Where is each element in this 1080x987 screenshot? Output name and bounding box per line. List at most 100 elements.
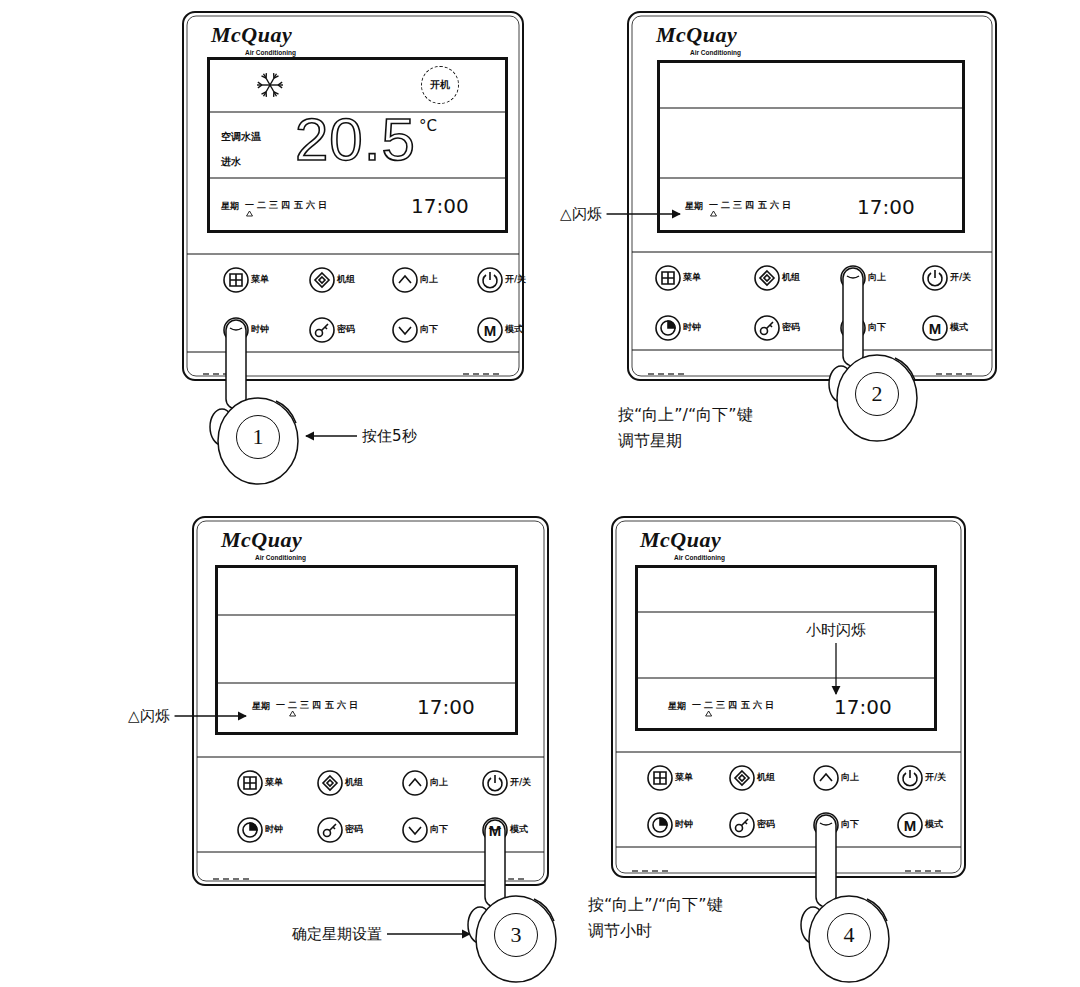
snowflake-branch xyxy=(261,92,266,94)
button-key xyxy=(318,818,342,842)
button-ring xyxy=(478,268,502,292)
divider-line xyxy=(197,757,544,758)
button-mode xyxy=(898,813,922,837)
key-bow xyxy=(324,830,331,837)
leader-arrow xyxy=(387,933,470,934)
button-icon xyxy=(903,770,917,786)
snowflake-icon xyxy=(257,73,283,97)
day-marker xyxy=(711,211,717,216)
button-ring xyxy=(648,766,672,790)
leader-arrow xyxy=(175,715,246,716)
vent-mark xyxy=(632,870,638,871)
panel-bezel xyxy=(612,517,965,877)
button-icon xyxy=(399,327,411,334)
leader-arrow xyxy=(607,213,680,214)
button-icon xyxy=(760,271,774,285)
button-label: 开/关 xyxy=(925,772,946,783)
vent-mark xyxy=(223,878,229,879)
button-ring xyxy=(403,818,427,842)
button-ring xyxy=(478,318,502,342)
vent-mark xyxy=(966,373,972,374)
weekday-label: 星期 xyxy=(221,201,239,212)
button-icon xyxy=(409,827,421,834)
clock-time: 17:00 xyxy=(857,195,915,219)
clock-face xyxy=(653,818,667,832)
hand-palm xyxy=(809,896,889,982)
button-label: 向上 xyxy=(420,274,438,285)
snowflake-branch xyxy=(258,82,262,85)
annotation: 按住5秒 xyxy=(362,427,417,445)
vent-mark xyxy=(642,870,648,871)
button-label: 向上 xyxy=(841,772,859,783)
button-icon xyxy=(662,272,674,284)
pressing-hand xyxy=(210,320,298,484)
vent-mark xyxy=(213,878,219,879)
button-label: 密码 xyxy=(345,824,363,835)
button-icon xyxy=(928,270,942,286)
button-unit xyxy=(318,771,342,795)
button-key xyxy=(730,813,754,837)
weekday-row: 一 二 三 四 五 六 日 xyxy=(245,200,327,211)
lcd-screen: 星期一 二 三 四 五 六 日17:00 xyxy=(657,60,965,233)
weekday-label: 星期 xyxy=(685,201,703,212)
button-ring xyxy=(656,316,680,340)
vent-mark xyxy=(508,878,514,879)
button-label: 开/关 xyxy=(510,777,531,788)
panel-inner-edge xyxy=(197,521,544,881)
button-icon xyxy=(483,272,497,288)
button-label: 模式 xyxy=(505,324,523,335)
logo-text: McQuay xyxy=(640,527,721,553)
brand-subtitle: Air Conditioning xyxy=(255,554,306,562)
divider-line xyxy=(187,254,519,255)
button-ring xyxy=(898,766,922,790)
annotation: 小时闪烁 xyxy=(806,621,866,639)
vent-mark xyxy=(956,373,962,374)
snowflake-branch xyxy=(265,73,267,78)
button-ring xyxy=(318,771,342,795)
button-unit xyxy=(730,766,754,790)
key-bow xyxy=(316,330,323,337)
button-icon xyxy=(409,779,421,786)
status-badge: 开机 xyxy=(421,66,459,104)
vent-mark xyxy=(483,373,489,374)
snowflake-arm xyxy=(257,84,270,85)
button-label: 向下 xyxy=(420,324,438,335)
hand-finger xyxy=(843,268,863,366)
button-ring xyxy=(310,268,334,292)
screen-rule xyxy=(207,177,508,178)
mode-letter: M xyxy=(904,818,917,833)
button-up xyxy=(814,766,838,790)
finger-nail xyxy=(847,276,859,278)
vent-mark xyxy=(905,870,911,871)
screen-rule xyxy=(635,611,937,612)
button-ring xyxy=(310,318,334,342)
temperature-reading: 20.5 xyxy=(295,104,416,176)
button-ring xyxy=(814,766,838,790)
callout-number: 2 xyxy=(855,372,899,416)
mode-letter: M xyxy=(929,321,942,336)
button-power xyxy=(898,766,922,790)
button-ring xyxy=(318,818,342,842)
button-up xyxy=(393,268,417,292)
leader-arrow xyxy=(306,435,357,436)
status-text: 开机 xyxy=(430,79,450,91)
hand-palm xyxy=(837,355,917,441)
vent-mark xyxy=(648,373,654,374)
day-marker xyxy=(706,711,712,716)
clock-hand xyxy=(668,321,675,328)
finger-nail xyxy=(230,328,242,330)
button-ring xyxy=(656,266,680,290)
annotation: △闪烁 xyxy=(560,205,602,223)
weekday-label: 星期 xyxy=(668,701,686,712)
lcd-screen: 空调水温进水20.5°C星期一 二 三 四 五 六 日17:00开机 xyxy=(207,57,508,233)
weekday-row: 一 二 三 四 五 六 日 xyxy=(692,700,774,711)
button-icon xyxy=(742,819,749,826)
button-label: 菜单 xyxy=(675,772,693,783)
vent-mark xyxy=(652,870,658,871)
weekday-label: 星期 xyxy=(252,701,270,712)
button-label: 开/关 xyxy=(950,272,971,283)
button-ring xyxy=(483,771,507,795)
clock-time: 17:00 xyxy=(411,194,469,218)
